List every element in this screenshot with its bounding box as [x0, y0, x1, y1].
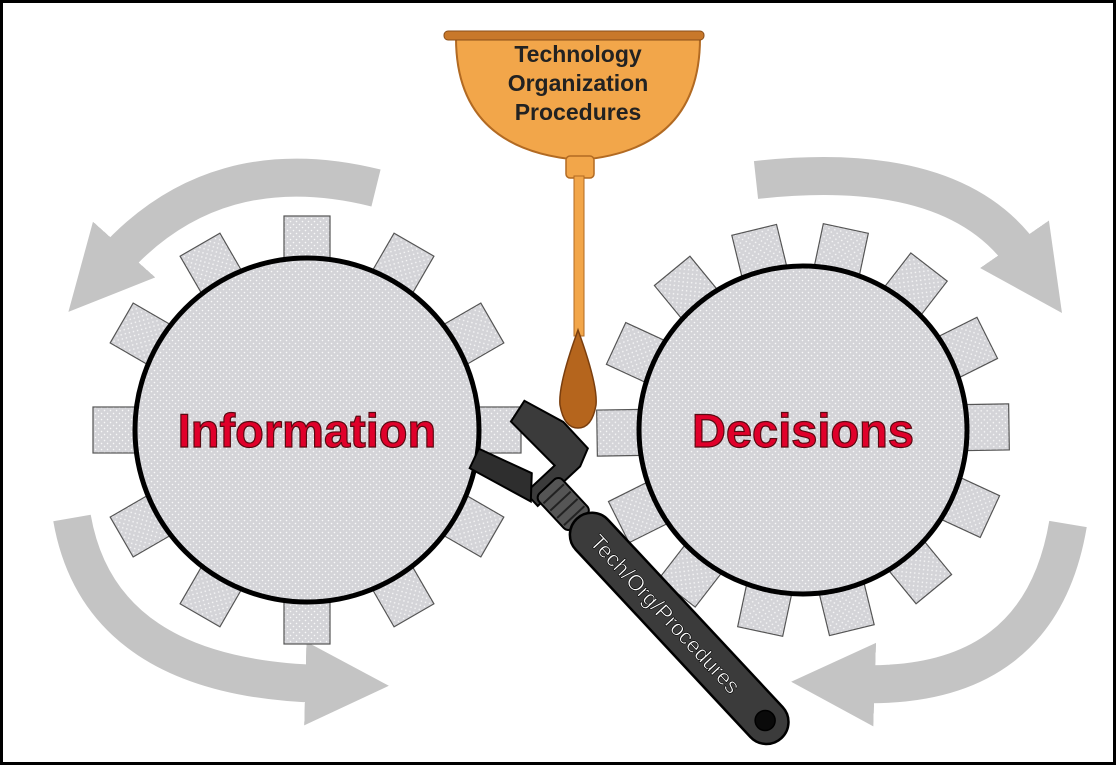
- gear-label-decisions: Decisions: [692, 404, 914, 457]
- arrow-top-left: [68, 158, 381, 312]
- oil-drop: [559, 327, 597, 429]
- arrow-bottom-left: [53, 514, 389, 726]
- gear-information-body: [132, 255, 482, 605]
- wrench-hole: [754, 709, 776, 732]
- wrench-lower-jaw: [468, 447, 533, 504]
- gear-information: [92, 215, 522, 645]
- gear-label-information: Information: [178, 404, 436, 457]
- gear-decisions-body: [636, 263, 970, 597]
- arrow-bottom-right: [791, 520, 1087, 727]
- funnel-spout: [573, 175, 585, 337]
- arrow-top-right: [753, 157, 1063, 314]
- funnel-neck: [565, 155, 595, 179]
- gear-decisions: [596, 223, 1010, 637]
- funnel-rim: [443, 30, 705, 41]
- funnel: Technology Organization Procedures: [443, 30, 705, 337]
- cycle-arrows: [53, 157, 1087, 727]
- funnel-line-organization: Organization: [508, 70, 649, 96]
- wrench-handle: [568, 511, 790, 746]
- funnel-line-technology: Technology: [514, 41, 642, 67]
- funnel-line-procedures: Procedures: [515, 99, 642, 125]
